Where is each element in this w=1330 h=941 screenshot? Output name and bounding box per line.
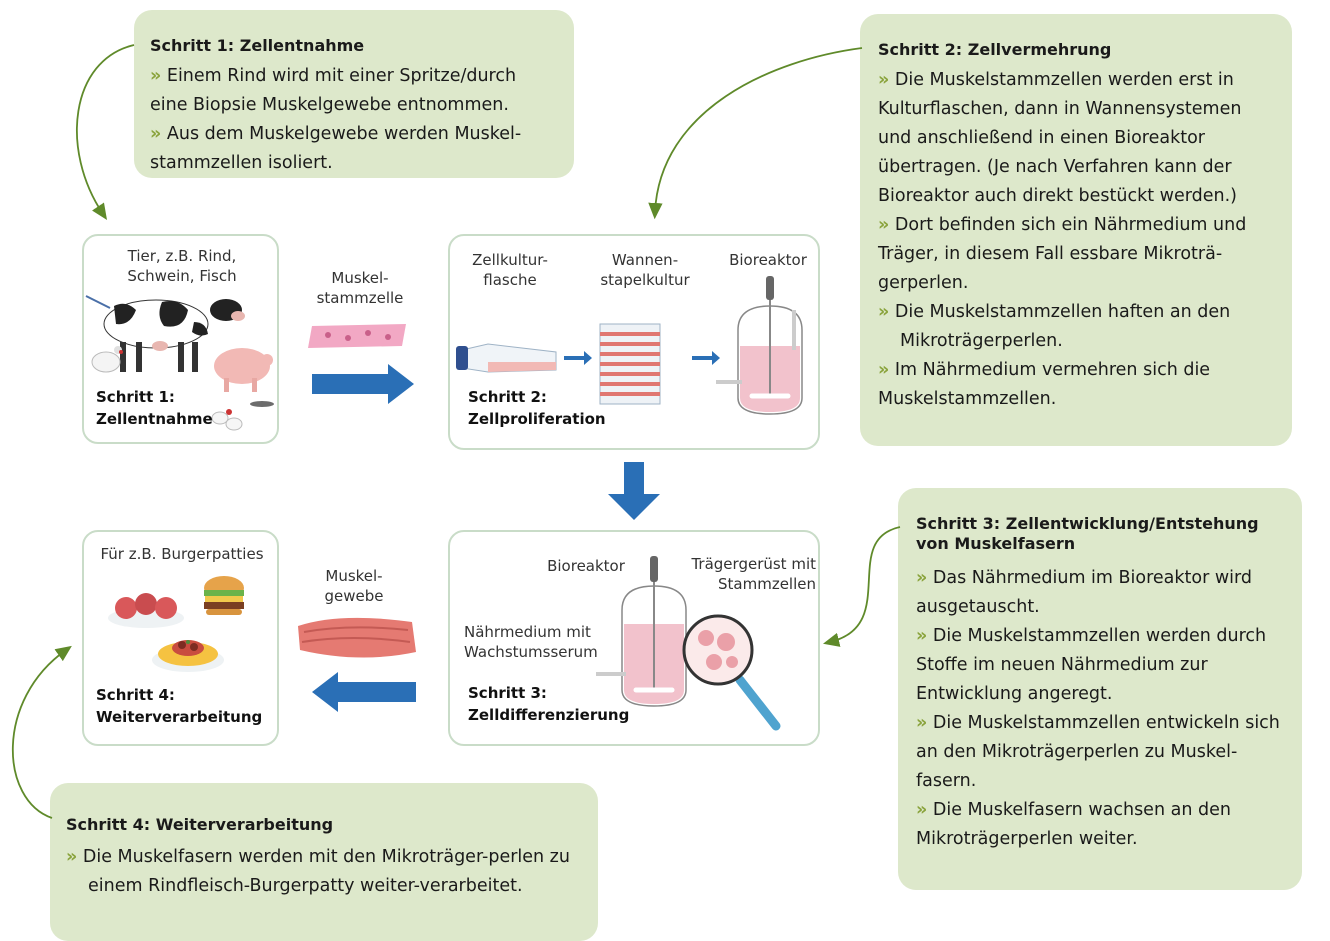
panel-step1-caption: Schritt 1: Zellentnahme (96, 388, 213, 428)
culture-flask-label: Zellkultur-flasche (472, 251, 548, 289)
note-step1-title: Schritt 1: Zellentnahme (150, 36, 365, 55)
stem-cell-label: Muskel-stammzelle (316, 269, 404, 307)
panel-step4: Für z.B. Burgerpatties Schritt 4: Weiter… (82, 530, 279, 746)
burger-patties-label: Für z.B. Burgerpatties (100, 545, 264, 563)
note-step2-line2: » Dort befinden sich ein Nährmedium und … (878, 215, 1247, 293)
note-step3-line2: » Die Muskelstammzellen werden durch Sto… (916, 626, 1267, 704)
scaffold-label: Trägergerüst mit Stammzellen (691, 555, 816, 593)
arrow-left-big (312, 672, 416, 712)
note-step2: Schritt 2: Zellvermehrung » Die Muskelst… (860, 14, 1292, 446)
arrow-right-big (312, 364, 414, 404)
panel-step3: Bioreaktor Trägergerüst mit Stammzellen … (448, 530, 820, 746)
tray-stack-label: Wannen-stapelkultur (600, 251, 690, 289)
note-step4-line1: » Die Muskelfasern werden mit den Mikrot… (66, 847, 570, 896)
note-step3-line1: » Das Nährmedium im Bioreaktor wird ausg… (916, 568, 1253, 617)
connector-step1 (76, 44, 135, 220)
note-step3-line3: » Die Muskelstammzellen entwickeln sich … (916, 713, 1280, 791)
note-step1: Schritt 1: Zellentnahme » Einem Rind wir… (134, 10, 574, 178)
note-step2-title: Schritt 2: Zellvermehrung (878, 40, 1112, 59)
panel-step4-caption: Schritt 4: Weiterverarbeitung (96, 686, 263, 726)
note-step3-line4: » Die Muskelfasern wachsen an den Mikrot… (916, 800, 1231, 849)
stem-cell-illustration (308, 324, 406, 348)
bioreactor-label-top: Bioreaktor (729, 251, 807, 269)
note-step4-title: Schritt 4: Weiterverarbeitung (66, 815, 334, 834)
note-step1-line2: » Aus dem Muskelgewebe werden Muskel-sta… (150, 124, 522, 173)
food-illustration (108, 576, 244, 672)
connector-step2 (648, 47, 863, 220)
animals-label: Tier, z.B. Rind, Schwein, Fisch (127, 247, 237, 285)
panel-step3-caption: Schritt 3: Zelldifferenzierung (468, 684, 630, 724)
panel-step2: Zellkultur-flasche Wannen-stapelkultur B… (448, 234, 820, 450)
note-step2-line4: » Im Nährmedium vermehren sich die Muske… (878, 360, 1211, 409)
panel-step1: Tier, z.B. Rind, Schwein, Fisch Schritt … (82, 234, 279, 444)
note-step3: Schritt 3: Zellentwicklung/Entstehung vo… (898, 488, 1302, 890)
bioreactor-label-bottom: Bioreaktor (547, 557, 625, 575)
muscle-tissue-label: Muskel-gewebe (324, 567, 384, 605)
note-step1-line1: » Einem Rind wird mit einer Spritze/durc… (150, 66, 517, 115)
note-step2-line3: » Die Muskelstammzellen haften an den Mi… (878, 302, 1231, 351)
connector-step3 (823, 526, 901, 647)
growth-medium-label: Nährmedium mit Wachstumsserum (464, 623, 598, 661)
note-step2-line1: » Die Muskelstammzellen werden erst in K… (878, 70, 1242, 206)
cow-pig-chicken-illustration (85, 295, 274, 431)
note-step3-title: Schritt 3: Zellentwicklung/Entstehung vo… (916, 514, 1259, 553)
note-step4: Schritt 4: Weiterverarbeitung » Die Musk… (50, 783, 598, 941)
panel-step2-caption: Schritt 2: Zellproliferation (468, 388, 606, 428)
arrow-down-big (608, 462, 660, 520)
muscle-tissue-illustration (298, 617, 416, 658)
